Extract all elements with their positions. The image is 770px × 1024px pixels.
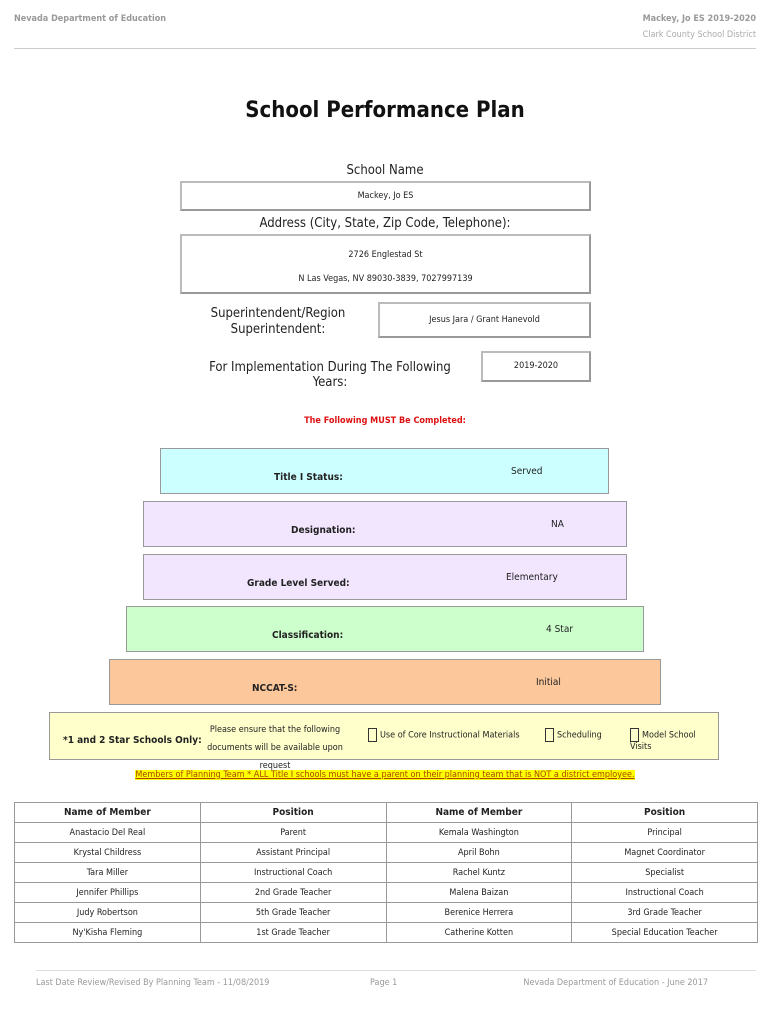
- member-position[interactable]: Assistant Principal: [199, 842, 387, 863]
- address-line-2: N Las Vegas, NV 89030-3839, 7027997139: [298, 274, 473, 284]
- designation-label: Designation:: [291, 525, 356, 536]
- member-name[interactable]: Anastacio Del Real: [14, 822, 201, 843]
- member-name[interactable]: Tara Miller: [14, 862, 201, 883]
- implementation-years-field[interactable]: 2019-2020: [481, 351, 591, 382]
- member-name[interactable]: Kemala Washington: [385, 822, 573, 843]
- footer-review-date: Last Date Review/Revised By Planning Tea…: [36, 978, 270, 988]
- grade-level-value[interactable]: Elementary: [506, 572, 558, 583]
- classification-label: Classification:: [272, 630, 344, 641]
- model-school-visits-option[interactable]: Model School Visits: [630, 728, 718, 752]
- school-name-field[interactable]: Mackey, Jo ES: [180, 181, 591, 211]
- member-name[interactable]: Catherine Kotten: [385, 922, 573, 943]
- member-position[interactable]: Specialist: [571, 862, 758, 883]
- address-field[interactable]: 2726 Englestad St N Las Vegas, NV 89030-…: [180, 234, 591, 294]
- checkbox[interactable]: [630, 728, 639, 742]
- member-position[interactable]: Principal: [571, 822, 758, 843]
- member-position[interactable]: 5th Grade Teacher: [199, 902, 387, 923]
- core-materials-option[interactable]: Use of Core Instructional Materials: [368, 728, 520, 742]
- must-complete-notice: The Following MUST Be Completed:: [304, 416, 466, 426]
- table-header-row: Name of Member Position Name of Member P…: [14, 802, 758, 823]
- member-name[interactable]: Berenice Herrera: [385, 902, 573, 923]
- header-divider: [14, 48, 756, 49]
- page-title: School Performance Plan: [245, 98, 525, 123]
- member-name[interactable]: Krystal Childress: [14, 842, 201, 863]
- member-position[interactable]: Magnet Coordinator: [571, 842, 758, 863]
- column-header: Position: [571, 802, 758, 823]
- header-district: Clark County School District: [642, 30, 756, 40]
- superintendent-label: Superintendent/Region Superintendent:: [196, 306, 360, 338]
- member-name[interactable]: Judy Robertson: [14, 902, 201, 923]
- members-note: Members of Planning Team * ALL Title I s…: [0, 770, 770, 780]
- nccat-s-band: NCCAT-S: Initial: [109, 659, 661, 705]
- footer-divider: [36, 970, 756, 971]
- star-schools-note-line1: Please ensure that the following: [209, 725, 341, 735]
- classification-band: Classification: 4 Star: [126, 606, 644, 652]
- table-row: Tara Miller Instructional Coach Rachel K…: [14, 862, 758, 883]
- header-org: Nevada Department of Education: [14, 14, 167, 24]
- star-schools-band: *1 and 2 Star Schools Only: Please ensur…: [49, 712, 719, 771]
- grade-level-band: Grade Level Served: Elementary: [143, 554, 627, 600]
- nccat-s-label: NCCAT-S:: [252, 683, 298, 694]
- member-name[interactable]: Rachel Kuntz: [385, 862, 573, 883]
- designation-band: Designation: NA: [143, 501, 627, 547]
- column-header: Position: [199, 802, 387, 823]
- checkbox[interactable]: [545, 728, 554, 742]
- superintendent-field[interactable]: Jesus Jara / Grant Hanevold: [378, 302, 591, 338]
- table-row: Krystal Childress Assistant Principal Ap…: [14, 842, 758, 863]
- core-materials-label: Use of Core Instructional Materials: [380, 730, 520, 741]
- table-row: Ny'Kisha Fleming 1st Grade Teacher Cathe…: [14, 922, 758, 943]
- scheduling-option[interactable]: Scheduling: [545, 728, 602, 742]
- checkbox[interactable]: [368, 728, 377, 742]
- title-i-status-band: Title I Status: Served: [160, 448, 609, 494]
- column-header: Name of Member: [385, 802, 573, 823]
- member-name[interactable]: Ny'Kisha Fleming: [14, 922, 201, 943]
- header-school-year: Mackey, Jo ES 2019-2020: [642, 14, 756, 24]
- member-position[interactable]: Instructional Coach: [571, 882, 758, 903]
- nccat-s-value[interactable]: Initial: [536, 677, 561, 688]
- title-i-status-value[interactable]: Served: [511, 466, 543, 477]
- star-schools-note-line2: documents will be available upon request: [207, 743, 343, 771]
- school-name-label: School Name: [346, 163, 424, 178]
- member-position[interactable]: Instructional Coach: [199, 862, 387, 883]
- footer-source: Nevada Department of Education - June 20…: [523, 978, 708, 988]
- member-position[interactable]: Parent: [199, 822, 387, 843]
- footer-page-number: Page 1: [370, 978, 398, 988]
- member-position[interactable]: Special Education Teacher: [571, 922, 758, 943]
- member-position[interactable]: 1st Grade Teacher: [199, 922, 387, 943]
- table-row: Judy Robertson 5th Grade Teacher Berenic…: [14, 902, 758, 923]
- member-name[interactable]: April Bohn: [385, 842, 573, 863]
- grade-level-label: Grade Level Served:: [247, 578, 350, 589]
- column-header: Name of Member: [14, 802, 201, 823]
- scheduling-label: Scheduling: [557, 730, 602, 741]
- member-name[interactable]: Malena Baizan: [385, 882, 573, 903]
- model-school-visits-label: Model School Visits: [630, 730, 696, 753]
- member-name[interactable]: Jennifer Phillips: [14, 882, 201, 903]
- member-position[interactable]: 3rd Grade Teacher: [571, 902, 758, 923]
- star-schools-note: Please ensure that the following documen…: [194, 721, 356, 775]
- table-row: Anastacio Del Real Parent Kemala Washing…: [14, 822, 758, 843]
- address-line-1: 2726 Englestad St: [348, 250, 423, 260]
- superintendent-label-line2: Superintendent:: [230, 322, 326, 337]
- members-note-text: Members of Planning Team * ALL Title I s…: [135, 770, 635, 780]
- title-i-status-label: Title I Status:: [274, 472, 343, 483]
- star-schools-label: *1 and 2 Star Schools Only:: [63, 735, 202, 746]
- designation-value[interactable]: NA: [551, 519, 564, 530]
- member-position[interactable]: 2nd Grade Teacher: [199, 882, 387, 903]
- classification-value[interactable]: 4 Star: [546, 624, 574, 635]
- planning-team-table: Name of Member Position Name of Member P…: [14, 802, 758, 943]
- implementation-label: For Implementation During The Following …: [209, 360, 451, 390]
- address-label: Address (City, State, Zip Code, Telephon…: [259, 216, 511, 231]
- superintendent-label-line1: Superintendent/Region: [210, 306, 346, 321]
- table-row: Jennifer Phillips 2nd Grade Teacher Male…: [14, 882, 758, 903]
